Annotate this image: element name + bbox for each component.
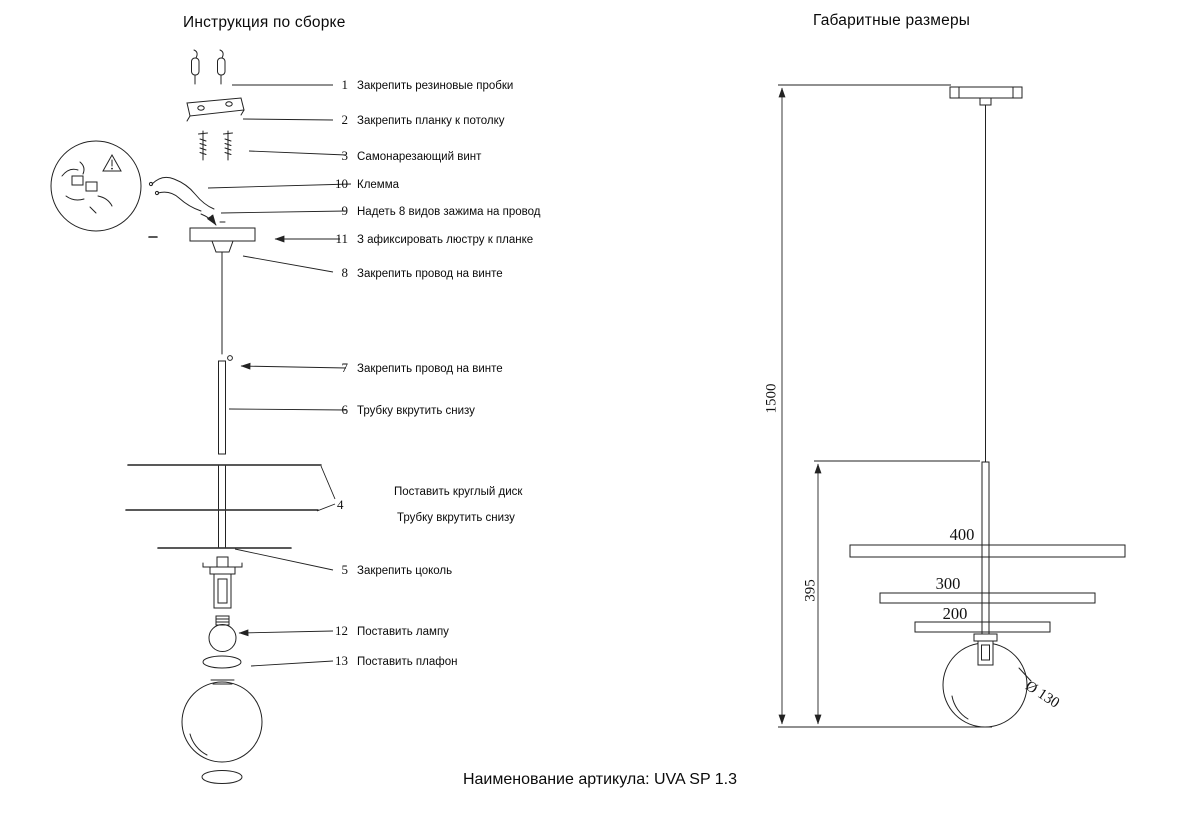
callout-number: 8 — [341, 265, 349, 280]
callout-step-7: 7 Закрепить провод на винте — [318, 360, 503, 376]
exploded-view — [50, 49, 322, 784]
callout-step-10: 10 Клемма — [318, 176, 399, 192]
disks-part — [125, 464, 322, 549]
callout-step-2: 2 Закрепить планку к потолку — [318, 112, 505, 128]
dim-overall-height-label: 1500 — [763, 383, 780, 414]
callout-text: Надеть 8 видов зажима на провод — [357, 206, 541, 218]
callout-step-5: 5 Закрепить цоколь — [318, 562, 453, 578]
callout-text: Клемма — [357, 179, 400, 191]
article-name: Наименование артикула: UVA SP 1.3 — [462, 771, 738, 788]
callout-number: 7 — [341, 360, 349, 375]
bulb-part — [208, 615, 237, 652]
callout-number: 2 — [341, 112, 349, 127]
callout-step-1: 1 Закрепить резиновые пробки — [318, 77, 514, 93]
suspension-wire-part — [218, 251, 233, 455]
callout-step-4-text-2: Трубку вкрутить снизу — [397, 512, 515, 524]
callout-number: 10 — [335, 176, 348, 191]
canopy-part — [148, 221, 256, 253]
left-panel-title: Инструкция по сборке — [183, 14, 346, 31]
dim-lower-height-label: 395 — [802, 579, 819, 602]
callout-number: 11 — [335, 231, 348, 246]
callout-text: Закрепить провод на винте — [357, 268, 503, 280]
callout-step-8: 8 Закрепить провод на винте — [318, 265, 503, 281]
callout-number: 12 — [335, 623, 348, 638]
right-panel-title: Габаритные размеры — [813, 12, 971, 29]
callout-number: 6 — [341, 402, 349, 417]
callout-number: 13 — [335, 653, 348, 668]
callout-step-9: 9 Надеть 8 видов зажима на провод — [318, 203, 541, 219]
callout-text: Закрепить провод на винте — [357, 363, 503, 375]
callout-step-4-text-1: Поставить круглый диск — [394, 486, 523, 498]
dim-disk-200-label: 200 — [942, 604, 968, 623]
glass-globe-part — [181, 679, 263, 763]
callout-leader-lines — [207, 84, 352, 667]
wire-cluster-part — [148, 176, 217, 226]
callout-step-4-number: 4 — [337, 497, 344, 512]
callout-text: З афиксировать люстру к планке — [357, 234, 534, 246]
callout-step-6: 6 Трубку вкрутить снизу — [318, 402, 475, 418]
dimension-lines — [778, 84, 992, 728]
callout-step-11: 11 З афиксировать люстру к планке — [318, 231, 533, 247]
dimension-view — [849, 86, 1126, 728]
callout-text: Поставить плафон — [357, 656, 458, 668]
callout-text: Самонарезающий винт — [357, 151, 482, 163]
dim-disk-400-label: 400 — [949, 525, 975, 544]
callout-step-13: 13 Поставить плафон — [318, 653, 457, 669]
rubber-plugs-part — [191, 49, 226, 85]
callout-text: Закрепить планку к потолку — [357, 115, 505, 127]
wiring-detail-magnifier — [50, 140, 142, 232]
callout-number: 9 — [341, 203, 349, 218]
threaded-ring-bottom — [201, 770, 243, 784]
mounting-plate-part — [186, 97, 245, 122]
threaded-ring-top — [202, 655, 242, 669]
callout-step-3: 3 Самонарезающий винт — [318, 148, 482, 164]
callout-step-12: 12 Поставить лампу — [318, 623, 449, 639]
callout-text: Закрепить резиновые пробки — [357, 80, 514, 92]
callout-text: Поставить лампу — [357, 626, 449, 638]
callout-number: 1 — [341, 77, 349, 92]
socket-part — [202, 556, 243, 609]
callout-number: 3 — [341, 148, 349, 163]
callout-text: Закрепить цоколь — [357, 565, 453, 577]
callout-number: 5 — [341, 562, 349, 577]
screws-part — [198, 130, 233, 161]
dim-disk-300-label: 300 — [935, 574, 961, 593]
callout-text: Трубку вкрутить снизу — [357, 405, 475, 417]
